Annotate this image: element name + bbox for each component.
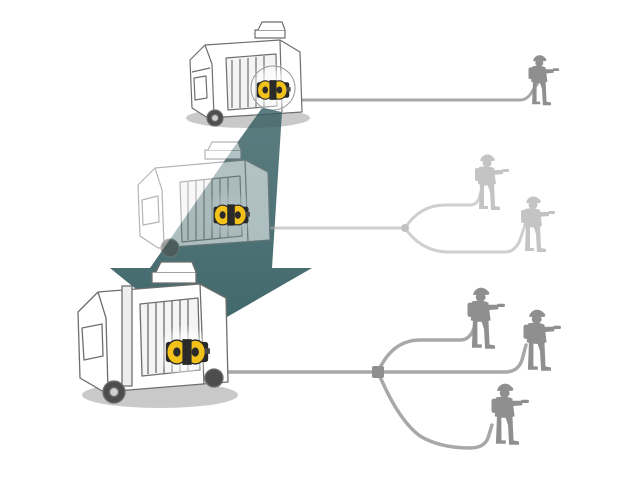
hose-line-stage-1 <box>283 78 542 102</box>
firefighter-icon <box>528 55 560 106</box>
hose-line-stage-3-middle <box>376 343 528 374</box>
hose-reel-icon <box>212 203 250 227</box>
hose-reel-icon <box>256 79 291 101</box>
hose-splitter-icon <box>372 366 384 378</box>
stage-2-firefighters <box>475 154 555 252</box>
firefighter-icon <box>475 154 509 210</box>
hose-reel-icon <box>165 338 210 366</box>
reel-highlight-ring <box>250 65 296 111</box>
hose-line-stage-3-lower <box>376 370 494 450</box>
firefighter-icon <box>491 383 529 445</box>
hose-line-stage-3-upper <box>376 313 480 374</box>
hose-line-stage-2-lower <box>403 223 527 254</box>
stage-2 <box>137 141 527 258</box>
stage-3 <box>77 261 561 450</box>
firefighter-icon <box>521 196 555 252</box>
hose-line-stage-2-upper <box>403 178 487 230</box>
stage-1 <box>186 21 560 128</box>
hose-splitter-icon <box>401 224 409 232</box>
firefighter-icon <box>523 309 561 371</box>
firefighter-icon <box>467 287 505 349</box>
